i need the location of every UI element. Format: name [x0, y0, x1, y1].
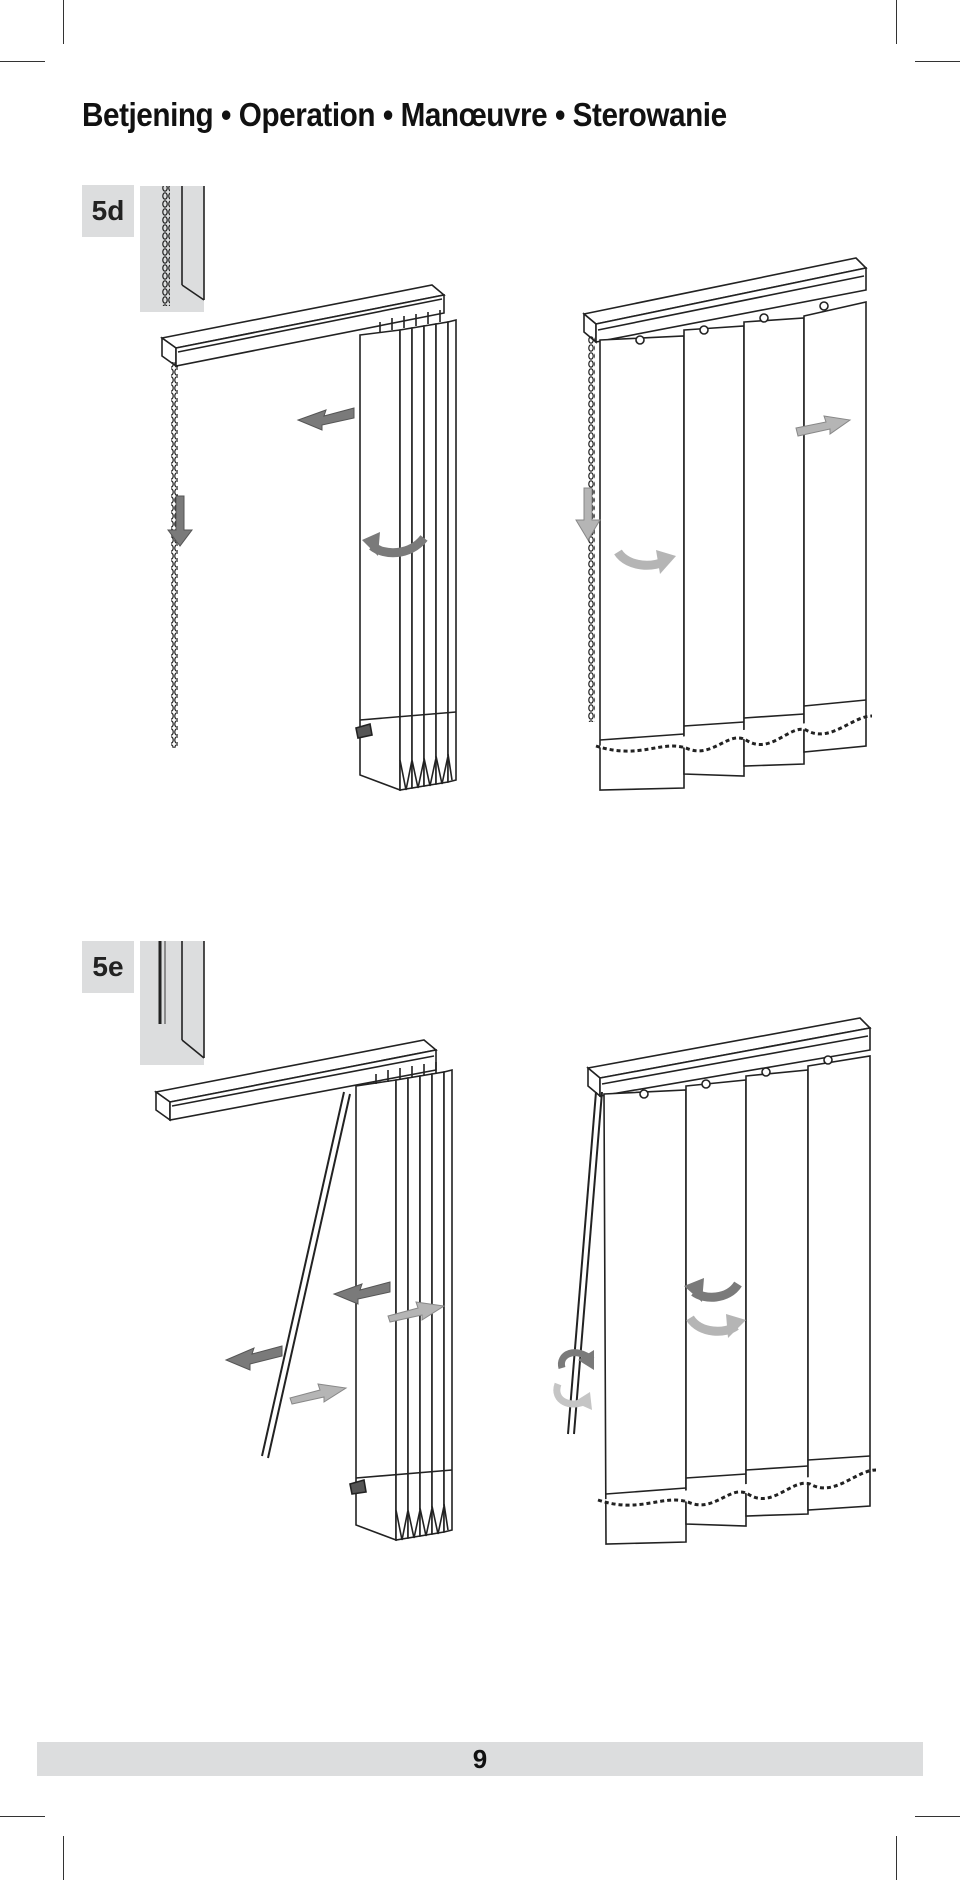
step-badge-5e: 5e — [82, 941, 134, 993]
step-label: 5d — [91, 195, 125, 226]
arrow-wand-right — [289, 1383, 348, 1405]
arrow-pull-chain-down — [167, 495, 193, 547]
headrail — [154, 1039, 438, 1122]
headrail — [582, 257, 868, 344]
open-vanes — [597, 1055, 877, 1545]
crop-mark — [0, 1816, 45, 1817]
pull-chain — [171, 362, 178, 748]
arrow-rotate-vane-left — [684, 1278, 742, 1302]
arrow-slats-right — [795, 415, 852, 437]
arrow-slats-left — [296, 407, 355, 431]
wall-detail-inset — [140, 186, 205, 312]
stacked-vanes — [355, 310, 457, 792]
step-label: 5e — [92, 951, 124, 982]
step-badge-5d: 5d — [82, 185, 134, 237]
stacked-vanes — [349, 1062, 453, 1542]
arrow-wand-left — [224, 1345, 283, 1371]
figure-5e-stacked-blind — [140, 941, 453, 1542]
headrail — [160, 284, 446, 368]
arrow-slats-left — [332, 1281, 391, 1305]
arrow-twist-wand — [553, 1349, 595, 1410]
arrow-rotate-vane — [614, 549, 676, 574]
figure-5e-open-blind — [567, 1017, 877, 1545]
crop-mark — [915, 61, 960, 62]
arrow-pull-chain-down — [575, 487, 601, 541]
headrail — [586, 1017, 872, 1098]
open-vanes — [595, 300, 873, 791]
crop-mark — [896, 0, 897, 44]
tilt-wand — [567, 1091, 603, 1435]
page-number: 9 — [472, 1743, 488, 1774]
figure-5d-open-blind — [582, 257, 873, 791]
figure-5d-stacked-blind — [140, 186, 457, 792]
arrow-rotate-vane-right — [686, 1314, 746, 1338]
page-title: Betjening • Operation • Manœuvre • Stero… — [82, 96, 727, 133]
crop-mark — [0, 61, 45, 62]
crop-mark — [915, 1816, 960, 1817]
footer-bar: 9 — [37, 1742, 923, 1776]
arrow-slats-right — [387, 1301, 446, 1323]
crop-mark — [63, 0, 64, 44]
crop-mark — [896, 1836, 897, 1880]
wall-detail-inset — [140, 941, 205, 1065]
tilt-wand — [261, 1091, 351, 1459]
crop-mark — [63, 1836, 64, 1880]
arrow-rotate-vane — [362, 532, 428, 558]
